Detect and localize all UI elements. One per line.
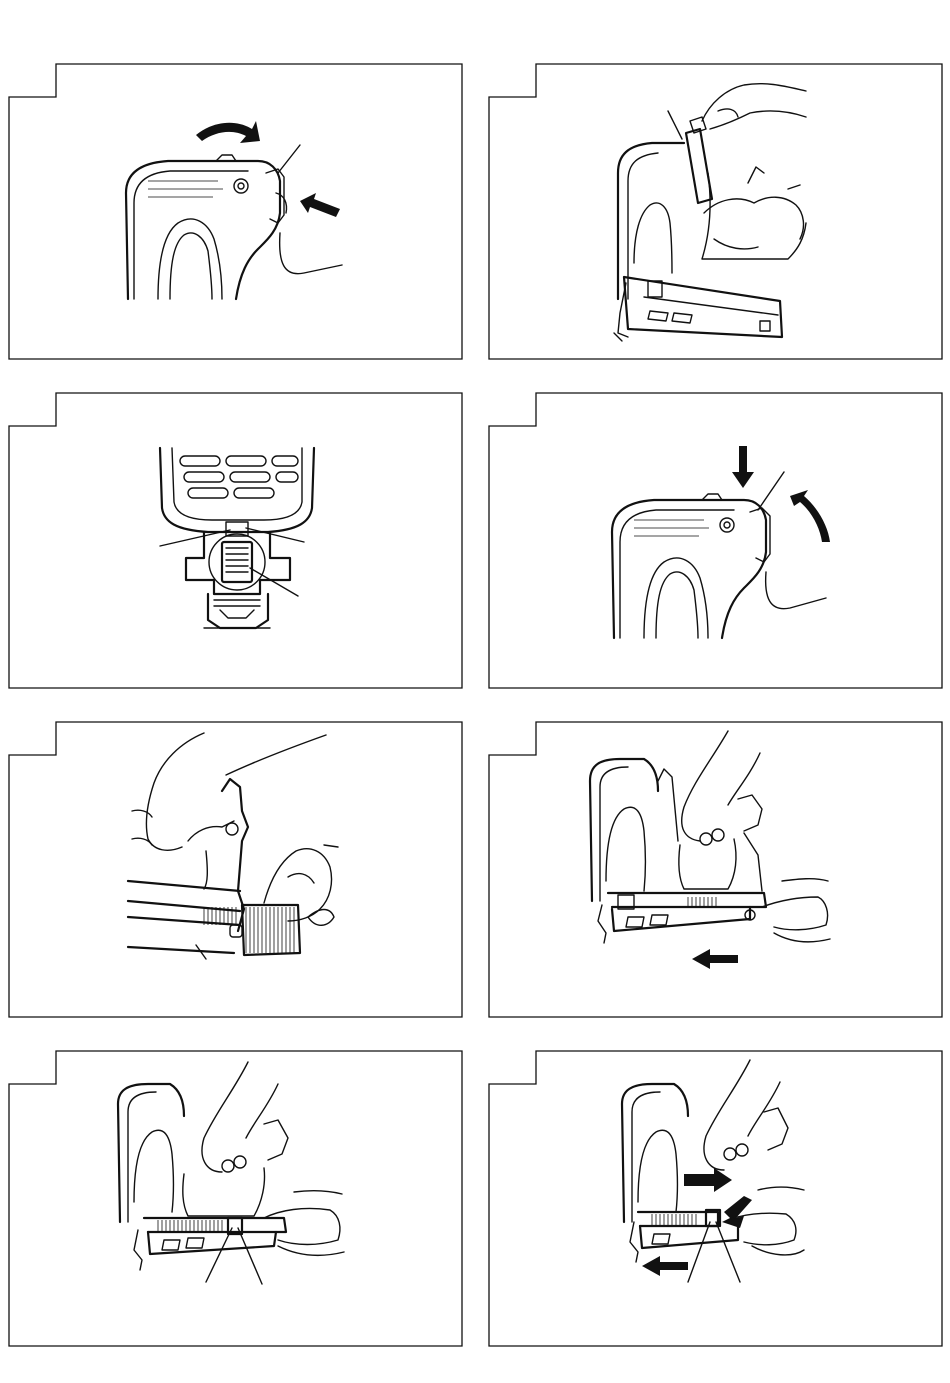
figure-panel-3	[8, 392, 464, 690]
figure-2-drawing	[488, 63, 944, 361]
figure-4-drawing	[488, 392, 944, 690]
figure-frame	[489, 64, 942, 359]
figure-8-drawing	[488, 1050, 944, 1348]
figure-6-drawing	[488, 721, 944, 1019]
figure-frame	[9, 64, 462, 359]
figure-panel-8	[488, 1050, 944, 1348]
figure-panel-5	[8, 721, 464, 1019]
figure-3-drawing	[8, 392, 464, 690]
figure-frame	[9, 1051, 462, 1346]
figure-7-drawing	[8, 1050, 464, 1348]
figure-frame	[489, 1051, 942, 1346]
figure-frame	[9, 722, 462, 1017]
figure-frame	[489, 393, 942, 688]
figure-panel-1	[8, 63, 464, 361]
figure-1-drawing	[8, 63, 464, 361]
figure-panel-2	[488, 63, 944, 361]
figure-frame	[9, 393, 462, 688]
figure-panel-7	[8, 1050, 464, 1348]
figure-panel-6	[488, 721, 944, 1019]
figure-5-drawing	[8, 721, 464, 1019]
figure-panel-4	[488, 392, 944, 690]
figure-frame	[489, 722, 942, 1017]
